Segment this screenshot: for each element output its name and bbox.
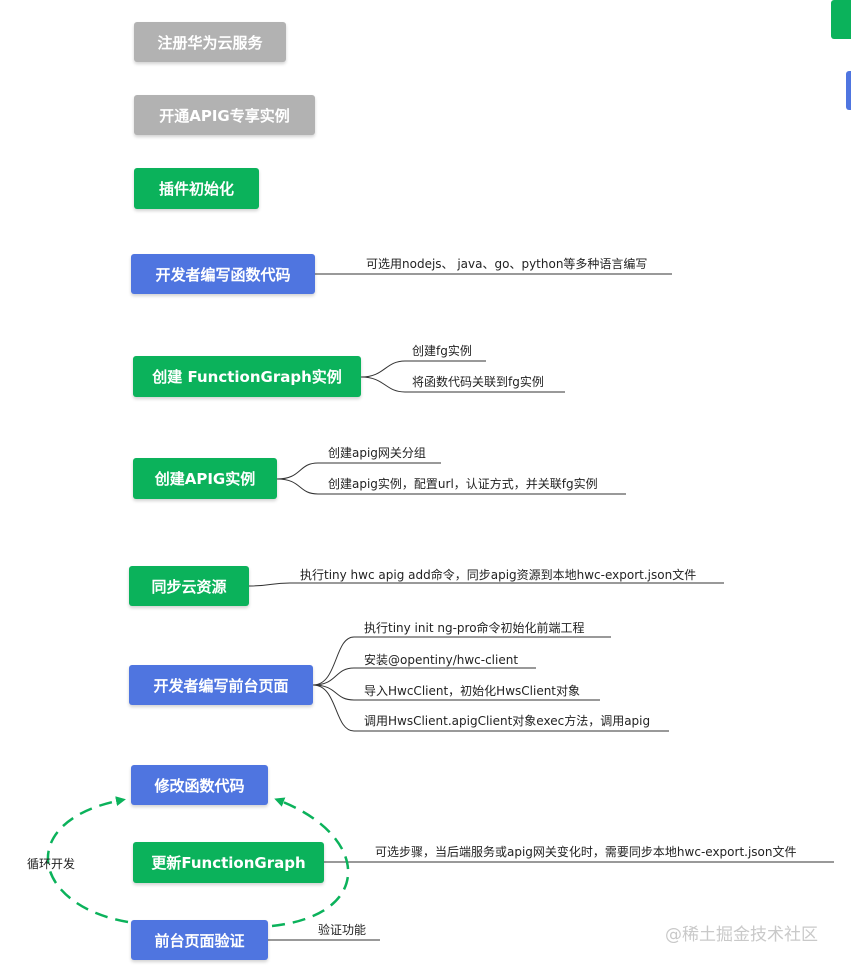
note-front-install: 安装@opentiny/hwc-client (364, 653, 519, 667)
line-front-import (312, 684, 600, 701)
node-verify[interactable]: 前台页面验证 (131, 920, 268, 960)
line-front-init (312, 636, 611, 686)
note-write-func-langs: 可选用nodejs、 java、go、python等多种语言编写 (366, 257, 648, 271)
loop-arc-right (271, 797, 350, 928)
loop-label: 循环开发 (27, 857, 76, 871)
note-verify-func: 验证功能 (318, 923, 367, 937)
loop-arc-left (46, 796, 129, 924)
watermark: @稀土掘金技术社区 (665, 925, 818, 945)
node-modify-func[interactable]: 修改函数代码 (131, 765, 268, 805)
line-front-call (312, 684, 669, 732)
node-sync[interactable]: 同步云资源 (129, 566, 249, 606)
node-register[interactable]: 注册华为云服务 (134, 22, 286, 62)
line-fg-bind (360, 376, 565, 393)
line-fg-create (360, 360, 486, 378)
note-fg-bind: 将函数代码关联到fg实例 (412, 375, 544, 389)
note-apig-instance: 创建apig实例，配置url，认证方式，并关联fg实例 (328, 477, 598, 491)
side-tab-blue[interactable] (846, 71, 851, 110)
node-apig-open[interactable]: 开通APIG专享实例 (134, 95, 315, 135)
node-create-apig[interactable]: 创建APIG实例 (133, 458, 277, 499)
line-front-install (312, 667, 536, 686)
node-update-fg[interactable]: 更新FunctionGraph (133, 842, 324, 883)
node-write-front[interactable]: 开发者编写前台页面 (129, 665, 313, 705)
line-apig-instance (276, 478, 626, 495)
node-write-func[interactable]: 开发者编写函数代码 (131, 254, 315, 294)
note-front-import: 导入HwcClient，初始化HwsClient对象 (364, 684, 581, 698)
note-front-call: 调用HwsClient.apigClient对象exec方法，调用apig (364, 714, 651, 728)
note-front-init: 执行tiny init ng-pro命令初始化前端工程 (364, 621, 585, 635)
note-apig-group: 创建apig网关分组 (328, 446, 426, 460)
note-fg-create: 创建fg实例 (412, 344, 472, 358)
note-sync-cmd: 执行tiny hwc apig add命令，同步apig资源到本地hwc-exp… (300, 568, 697, 582)
line-sync (248, 582, 724, 587)
node-plugin-init[interactable]: 插件初始化 (134, 168, 259, 209)
note-update-optional: 可选步骤，当后端服务或apig网关变化时，需要同步本地hwc-export.js… (375, 845, 797, 859)
side-tab-green[interactable] (831, 0, 851, 39)
node-create-fg[interactable]: 创建 FunctionGraph实例 (133, 356, 361, 397)
line-apig-group (276, 462, 441, 480)
